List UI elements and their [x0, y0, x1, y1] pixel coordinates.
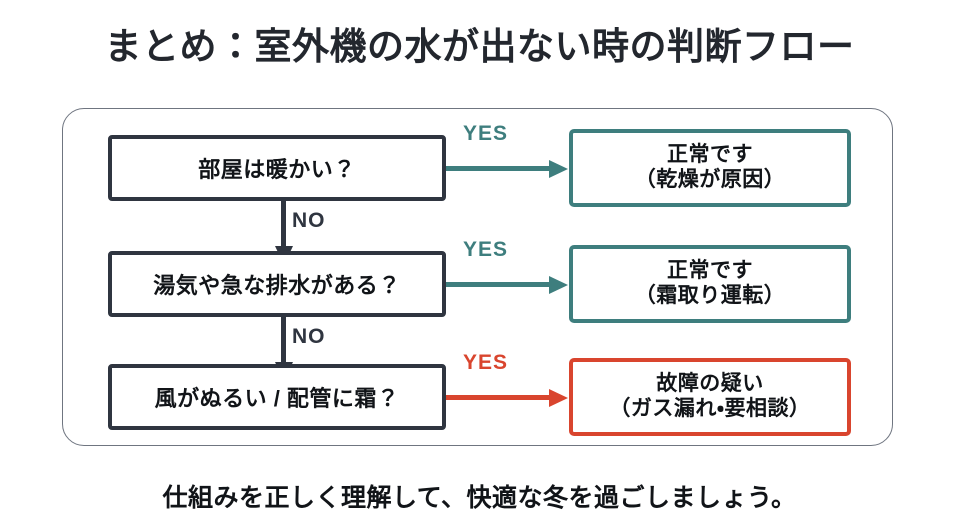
result-line-3b: （ガス漏れ・要相談） [609, 397, 811, 420]
result-line-2b: （霜取り運転） [634, 284, 786, 307]
arrow-head-icon [549, 389, 568, 407]
arrow-head-icon [549, 276, 568, 294]
result-line-3a: 故障の疑い [656, 372, 764, 396]
yes-label-1: YES [463, 122, 509, 145]
yes-arrow-3 [446, 389, 569, 407]
result-box-1[interactable]: 正常です （乾燥が原因） [569, 129, 851, 207]
yes-label-3: YES [463, 351, 509, 374]
page-title: まとめ：室外機の水が出ない時の判断フロー [104, 26, 855, 67]
no-label-2: NO [292, 325, 326, 348]
arrow-shaft [281, 317, 286, 364]
decision-label-1: 部屋は暖かい？ [198, 157, 356, 182]
flow-row-2: 湯気や急な排水がある？ YES 正常です （霜取り運転） [63, 238, 894, 323]
result-line-1b: （乾燥が原因） [634, 168, 786, 191]
yes-arrow-2 [446, 276, 569, 294]
no-label-1: NO [292, 209, 326, 232]
decision-box-3[interactable]: 風がぬるい / 配管に霜？ [108, 364, 446, 430]
arrow-shaft [281, 201, 286, 248]
arrow-shaft [446, 166, 550, 171]
yes-arrow-1 [446, 160, 569, 178]
flowchart-panel: 部屋は暖かい？ YES 正常です （乾燥が原因） NO 湯気や急な排水がある？ … [62, 108, 893, 446]
flow-row-1: 部屋は暖かい？ YES 正常です （乾燥が原因） [63, 122, 894, 207]
result-box-2[interactable]: 正常です （霜取り運転） [569, 245, 851, 323]
result-line-2a: 正常です [667, 259, 753, 283]
arrow-head-icon [549, 160, 568, 178]
yes-label-2: YES [463, 238, 509, 261]
decision-box-2[interactable]: 湯気や急な排水がある？ [108, 251, 446, 317]
flow-row-3: 風がぬるい / 配管に霜？ YES 故障の疑い （ガス漏れ・要相談） [63, 351, 894, 436]
decision-box-1[interactable]: 部屋は暖かい？ [108, 135, 446, 201]
arrow-shaft [446, 282, 550, 287]
decision-label-3: 風がぬるい / 配管に霜？ [154, 386, 400, 411]
arrow-shaft [446, 395, 550, 400]
decision-label-2: 湯気や急な排水がある？ [153, 273, 401, 298]
footer-caption: 仕組みを正しく理解して、快適な冬を過ごしましょう。 [162, 484, 797, 512]
result-box-3[interactable]: 故障の疑い （ガス漏れ・要相談） [569, 358, 851, 436]
result-line-1a: 正常です [667, 143, 753, 167]
